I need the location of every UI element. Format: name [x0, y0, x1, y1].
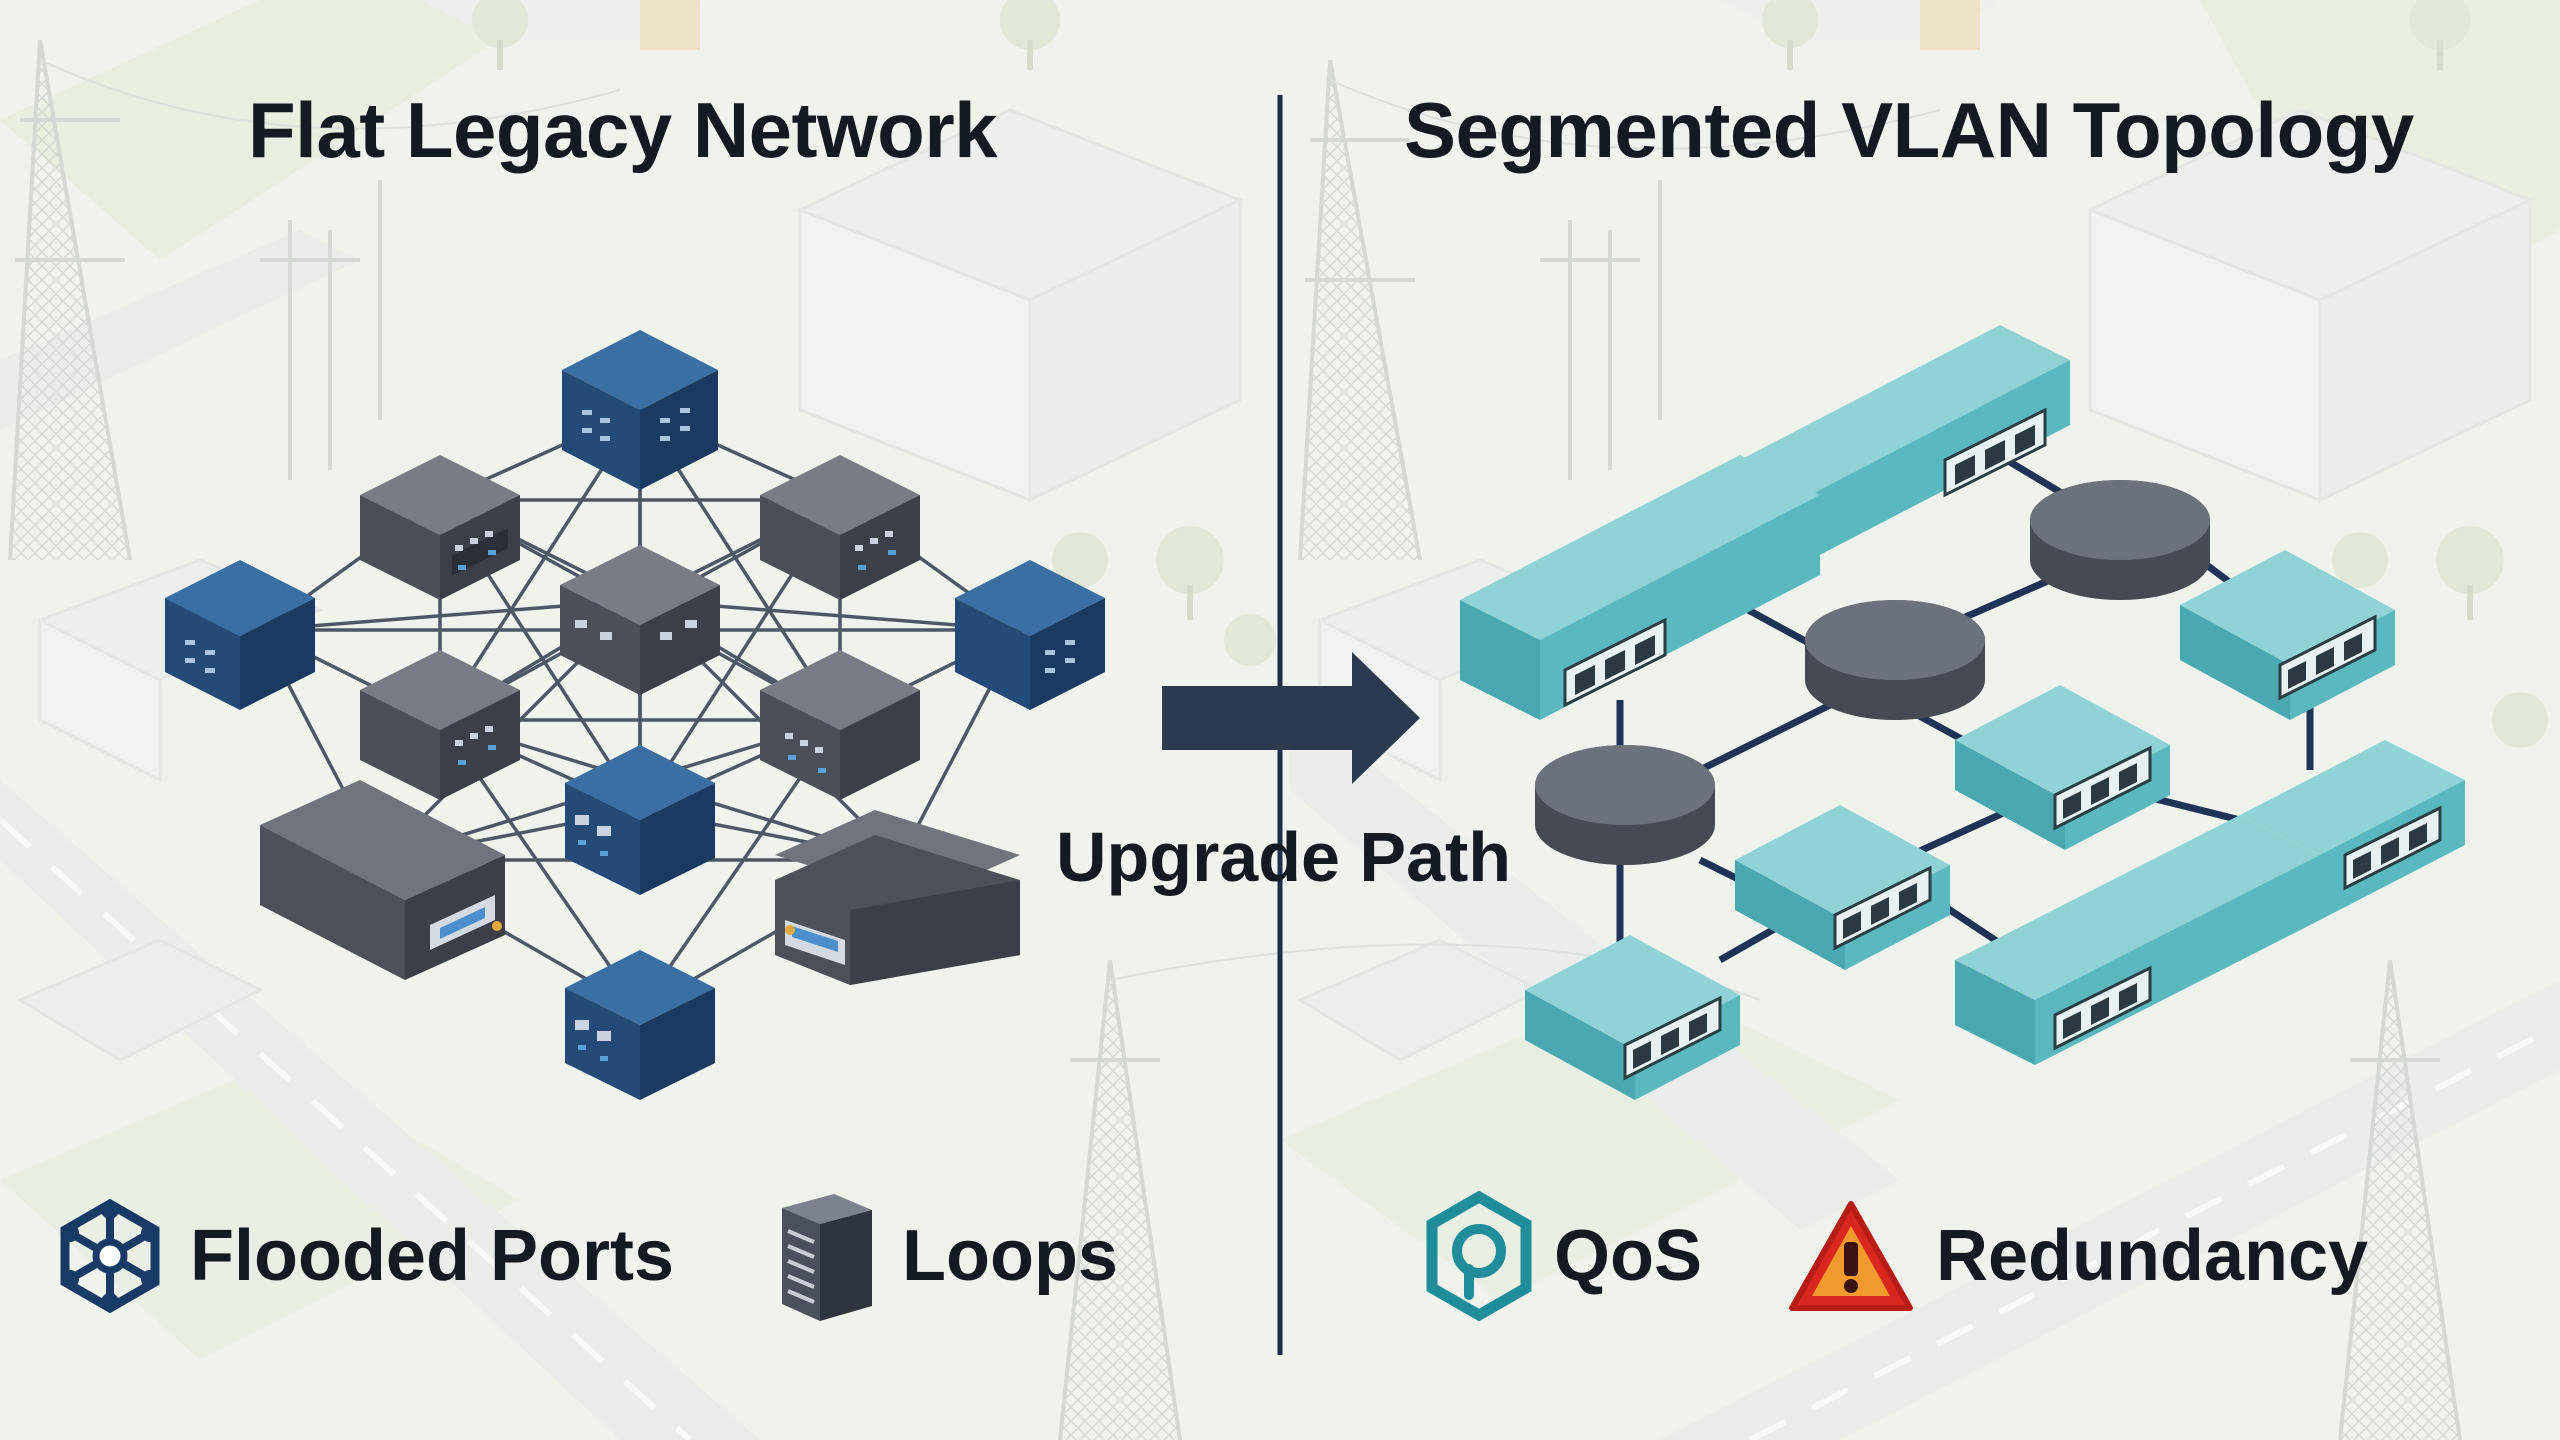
blue-switch-node: [955, 560, 1105, 710]
teal-vlan-switch: [1955, 740, 2465, 1065]
legend-label: QoS: [1554, 1216, 1703, 1296]
vlan-topology-diagram: [1460, 325, 2465, 1100]
gray-switch-node: [360, 650, 520, 800]
legend-item-qos: QoS: [1424, 1191, 1703, 1321]
large-gray-switch: [775, 810, 1020, 985]
warning-triangle-icon: [1789, 1201, 1913, 1311]
gray-switch-node: [360, 455, 520, 600]
legend-item-redundancy: Redundancy: [1786, 1196, 2368, 1316]
large-gray-switch: [260, 780, 505, 980]
legend-label: Redundancy: [1936, 1216, 2369, 1296]
blue-switch-node: [565, 745, 715, 895]
gray-router: [1535, 745, 1715, 865]
flat-mesh-diagram: [165, 330, 1105, 1100]
left-panel-title: Flat Legacy Network: [248, 86, 998, 174]
teal-vlan-switch: [1525, 935, 1740, 1100]
legend-label: Flooded Ports: [190, 1216, 674, 1296]
server-rack-icon: [782, 1194, 872, 1321]
teal-vlan-switch: [2180, 550, 2395, 720]
legend-item-flooded-ports: Flooded Ports: [50, 1196, 674, 1316]
network-hub-icon: [60, 1198, 160, 1314]
gray-router: [2030, 480, 2210, 600]
teal-vlan-switch: [1955, 685, 2170, 850]
right-arrow-icon: [1162, 652, 1420, 784]
gray-router: [1805, 600, 1985, 720]
gray-switch-node: [760, 650, 920, 800]
legend-item-loops: Loops: [772, 1194, 1118, 1321]
right-panel-title: Segmented VLAN Topology: [1404, 86, 2414, 174]
blue-switch-node: [562, 330, 718, 490]
legend-label: Loops: [902, 1216, 1118, 1296]
teal-vlan-switch: [1735, 805, 1950, 970]
shield-pin-icon: [1426, 1191, 1532, 1321]
upgrade-path-label: Upgrade Path: [1056, 818, 1512, 896]
teal-vlan-switch: [1460, 325, 2070, 720]
blue-switch-node: [165, 560, 315, 710]
gray-switch-node: [560, 545, 720, 695]
gray-switch-node: [760, 455, 920, 600]
blue-switch-node: [565, 950, 715, 1100]
